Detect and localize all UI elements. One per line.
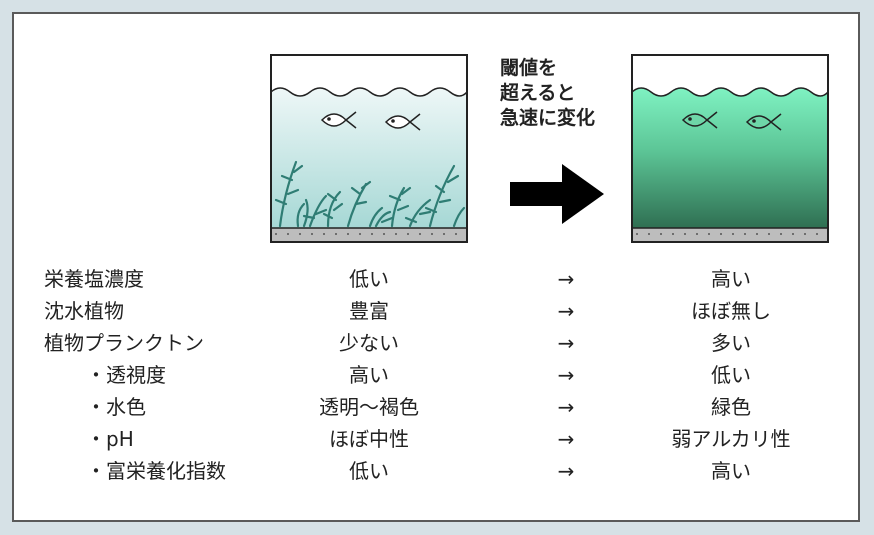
table-row: 栄養塩濃度 低い → 高い <box>14 264 854 294</box>
row-label: 栄養塩濃度 <box>44 267 144 291</box>
row-label: 植物プランクトン <box>44 331 204 355</box>
table-row: ・透視度 高い → 低い <box>14 360 854 390</box>
change-arrow: → <box>557 459 575 483</box>
fish-icon <box>745 113 782 131</box>
table-row: ・富栄養化指数 低い → 高い <box>14 456 854 486</box>
change-arrow: → <box>557 331 575 355</box>
sediment-layer <box>631 227 829 243</box>
water-body <box>632 88 828 228</box>
table-row: ・水色 透明～褐色 → 緑色 <box>14 392 854 422</box>
change-arrow: → <box>557 427 575 451</box>
table-row: 植物プランクトン 少ない → 多い <box>14 328 854 358</box>
fish-icon <box>320 111 357 129</box>
value-after: 緑色 <box>711 395 751 419</box>
value-before: 透明～褐色 <box>319 395 419 419</box>
value-after: 低い <box>711 363 751 387</box>
change-arrow: → <box>557 267 575 291</box>
transition-label: 閾値を 超えると 急速に変化 <box>500 56 595 131</box>
value-before: 高い <box>349 363 389 387</box>
value-after: 高い <box>711 267 751 291</box>
value-after: 高い <box>711 459 751 483</box>
aquatic-plant-icon <box>274 160 466 228</box>
transition-line-3: 急速に変化 <box>500 107 596 129</box>
row-label: ・富栄養化指数 <box>86 459 226 483</box>
row-label: ・水色 <box>86 395 146 419</box>
value-after: 弱アルカリ性 <box>671 427 791 451</box>
sediment-layer <box>270 227 468 243</box>
change-arrow: → <box>557 299 575 323</box>
transition-line-1: 閾値を <box>500 57 558 79</box>
row-label: ・透視度 <box>86 363 166 387</box>
figure-panel: 閾値を 超えると 急速に変化 <box>12 12 860 522</box>
value-before: 少ない <box>339 331 399 355</box>
value-before: 低い <box>349 459 389 483</box>
tank-clear-water <box>270 54 468 244</box>
row-label: ・pH <box>86 427 134 451</box>
fish-icon <box>681 111 718 129</box>
table-row: ・pH ほぼ中性 → 弱アルカリ性 <box>14 424 854 454</box>
value-after: ほぼ無し <box>691 299 771 323</box>
fish-icon <box>384 113 421 131</box>
value-before: ほぼ中性 <box>329 427 409 451</box>
transition-line-2: 超えると <box>500 82 576 104</box>
water-surface <box>270 87 468 97</box>
value-after: 多い <box>711 331 751 355</box>
change-arrow: → <box>557 363 575 387</box>
row-label: 沈水植物 <box>44 299 124 323</box>
right-arrow-icon <box>510 164 604 228</box>
table-row: 沈水植物 豊富 → ほぼ無し <box>14 296 854 326</box>
tank-green-water <box>631 54 829 244</box>
water-body <box>271 88 467 228</box>
value-before: 豊富 <box>349 299 389 323</box>
value-before: 低い <box>349 267 389 291</box>
change-arrow: → <box>557 395 575 419</box>
water-surface <box>631 87 829 97</box>
